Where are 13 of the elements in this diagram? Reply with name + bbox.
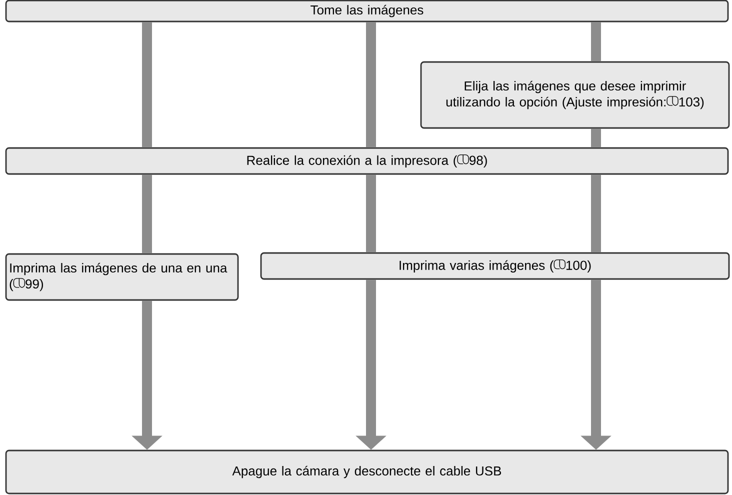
connector-bar xyxy=(591,174,601,252)
process-box: Elija las imágenes que desee imprimir utilizando la opción (Ajuste impresión: 103) xyxy=(420,61,730,129)
process-box: Imprima varias imágenes ( 100) xyxy=(260,252,730,280)
connector-bar xyxy=(366,22,376,148)
connector-bar xyxy=(142,22,152,148)
connector-bar xyxy=(366,174,376,252)
process-box: Apague la cámara y desconecte el cable USB xyxy=(5,450,729,494)
process-box: Realice la conexión a la impresora ( 98) xyxy=(5,147,729,175)
process-box: Tome las imágenes xyxy=(5,0,729,22)
process-box: Imprima las imágenes de una en una ( 99) xyxy=(5,253,239,301)
connector-bar xyxy=(591,22,601,62)
connector-bar xyxy=(591,128,601,148)
connector-bar xyxy=(142,174,152,254)
